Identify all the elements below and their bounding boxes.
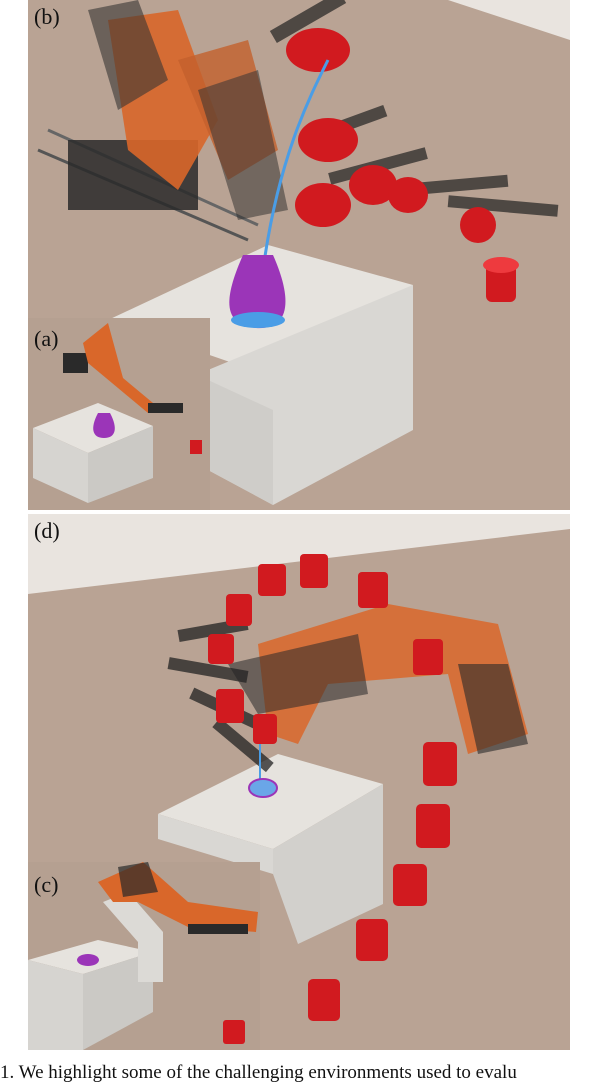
pouring-scene-d xyxy=(28,514,570,1021)
inset-panel-c: (c) xyxy=(28,862,260,1050)
figure-panel-d: (d) (c) xyxy=(28,514,570,1050)
panel-label-d: (d) xyxy=(34,518,60,543)
cup-trajectory xyxy=(286,28,519,302)
inset-scene-a xyxy=(33,323,202,503)
panel-label-a: (a) xyxy=(34,326,59,351)
target-cup xyxy=(248,778,278,798)
cup-trajectory xyxy=(208,554,457,1021)
panel-label-c: (c) xyxy=(34,872,59,897)
figure-panel-b: (b) (a) xyxy=(28,0,570,510)
water-stream xyxy=(261,59,330,271)
robot-arm xyxy=(88,0,288,220)
panel-label-b: (b) xyxy=(34,4,60,29)
table-top xyxy=(158,754,383,849)
robot-arm xyxy=(228,604,528,754)
inset-scene-c xyxy=(28,862,258,1050)
inset-panel-a: (a) xyxy=(28,318,210,510)
target-cup xyxy=(229,255,286,329)
table-front xyxy=(158,814,273,874)
pouring-scene-b xyxy=(37,0,570,505)
figure-caption: 1. We highlight some of the challenging … xyxy=(0,1062,517,1083)
